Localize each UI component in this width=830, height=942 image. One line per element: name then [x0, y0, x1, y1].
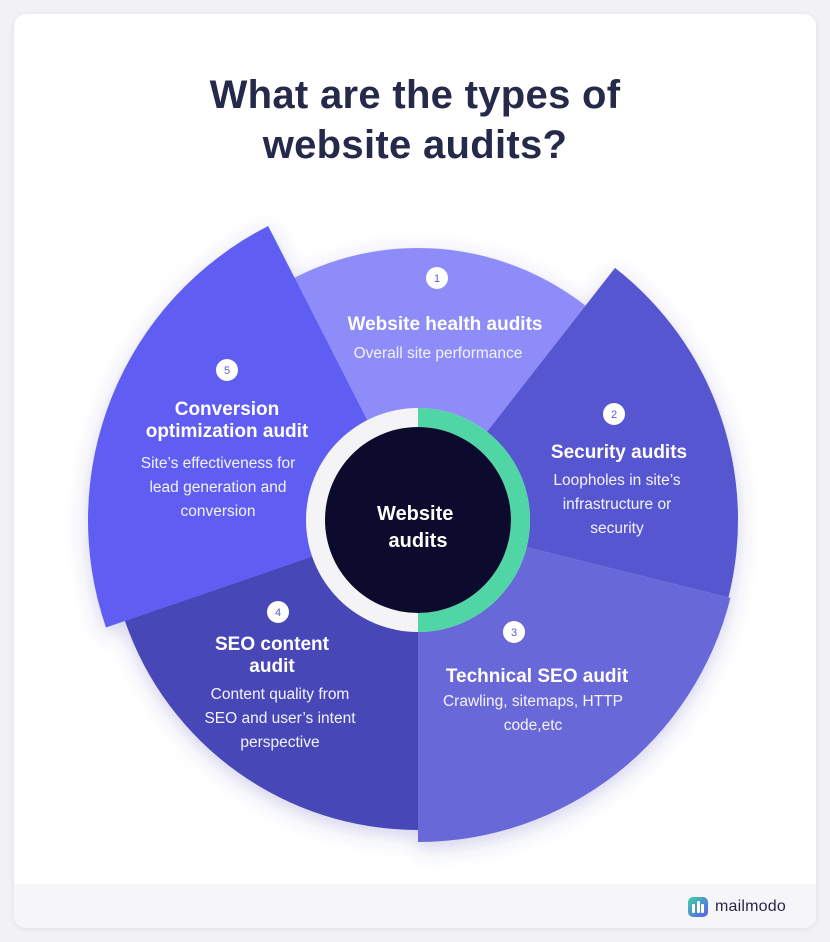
segment-5-heading-line-1: Conversion: [175, 399, 280, 420]
segment-2-description-line-1: Loopholes in site’s: [553, 472, 680, 489]
segment-4-description-line-3: perspective: [240, 734, 319, 751]
segment-3-description-line-2: code,etc: [504, 717, 563, 734]
segment-1-heading-line-1: Website health audits: [348, 314, 543, 335]
segment-2-heading-line-1: Security audits: [551, 442, 687, 463]
segment-2-number: 2: [611, 409, 617, 421]
segment-3-number-badge: [503, 621, 525, 643]
brand-logo: mailmodo: [688, 895, 786, 919]
center-hub: Website audits: [306, 408, 530, 632]
segment-4-description-line-1: Content quality from: [211, 686, 350, 703]
segment-1-number-badge: [426, 267, 448, 289]
svg-text:Website audits: Website audits: [377, 503, 459, 552]
segment-3: [418, 544, 731, 842]
center-ring-accent: [418, 408, 530, 632]
segment-4-heading-line-2: audit: [249, 656, 295, 677]
segment-5-number: 5: [224, 365, 230, 377]
brand-name: mailmodo: [715, 898, 786, 915]
segment-4-number-badge: [267, 601, 289, 623]
title-line-1: What are the types of: [209, 73, 621, 117]
segment-5-number-badge: [216, 359, 238, 381]
mailmodo-logo-icon: [688, 897, 708, 917]
center-label-line-1: Website: [377, 503, 453, 525]
segment-1-description-line-1: Overall site performance: [354, 345, 523, 362]
segment-5: [87, 225, 373, 628]
segment-2-description-line-3: security: [590, 520, 644, 537]
segment-5-description-line-2: lead generation and: [149, 479, 286, 496]
segment-3-number: 3: [511, 627, 517, 639]
segment-5-heading-line-2: optimization audit: [146, 421, 309, 442]
segment-3-heading-line-1: Technical SEO audit: [446, 666, 629, 687]
segment-2-description-line-2: infrastructure or: [563, 496, 672, 513]
segment-3-description-line-1: Crawling, sitemaps, HTTP: [443, 693, 623, 710]
segment-2: [479, 267, 738, 598]
footer-bar: [14, 884, 816, 928]
center-circle: [325, 427, 511, 613]
center-label-line-2: audits: [389, 530, 448, 552]
segment-2-number-badge: [603, 403, 625, 425]
segment-4-description-line-2: SEO and user’s intent: [204, 710, 356, 727]
segment-4-heading-line-1: SEO content: [215, 634, 330, 655]
segment-1-number: 1: [434, 273, 440, 285]
segment-5-description-line-3: conversion: [181, 503, 256, 520]
segment-4-number: 4: [275, 607, 281, 619]
segment-5-description-line-1: Site’s effectiveness for: [141, 455, 296, 472]
page-title: What are the types of website audits?: [0, 70, 830, 170]
title-line-2: website audits?: [262, 123, 568, 167]
segment-4: [124, 552, 418, 830]
